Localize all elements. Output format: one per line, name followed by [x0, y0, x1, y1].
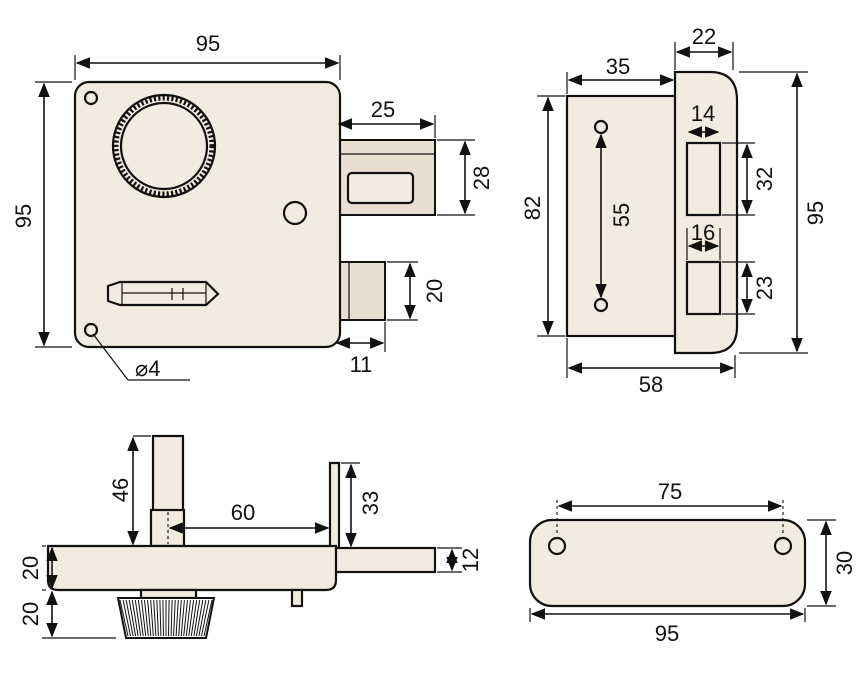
- mounting-plate: [328, 461, 341, 550]
- dim-cylinder-length: 46: [108, 478, 133, 502]
- dim-case-depth: 35: [606, 54, 630, 79]
- latch-bolt: [334, 261, 386, 321]
- dim-body-thickness: 20: [18, 556, 43, 580]
- dim-case-height: 82: [520, 196, 545, 220]
- dim-bolt-thickness: 12: [458, 548, 483, 572]
- dim-bolt-height: 28: [469, 166, 494, 190]
- dim-cylinder-offset: 60: [231, 500, 255, 525]
- strike-hole-left: [547, 536, 567, 556]
- dim-strike-height: 30: [832, 551, 857, 575]
- latch-slot: [685, 260, 722, 316]
- bolt-slot: [685, 141, 722, 217]
- release-button: [282, 200, 308, 226]
- mounting-hole-bottom: [83, 322, 99, 338]
- dim-hole-spacing: 55: [609, 203, 634, 227]
- dim-strike-hole-spacing: 75: [658, 479, 682, 504]
- dim-faceplate-height: 95: [803, 201, 828, 225]
- strike-plate: 75 30 95: [528, 479, 857, 646]
- bolt-bar: [333, 546, 437, 574]
- dim-overall-depth: 58: [639, 372, 663, 397]
- dim-latch-slot-width: 16: [691, 220, 715, 245]
- dim-faceplate-depth: 22: [692, 24, 716, 49]
- dim-latch-slot-height: 23: [752, 276, 777, 300]
- dim-latch-height: 20: [422, 279, 447, 303]
- strike-hole-right: [773, 536, 793, 556]
- lock-body-bottom: [46, 544, 338, 592]
- dim-bolt-slot-height: 32: [752, 167, 777, 191]
- dim-latch-projection: 11: [350, 352, 373, 377]
- bottom-view: 46 60 33 12 20 20: [18, 434, 483, 639]
- dim-bolt-slot-width: 14: [691, 101, 715, 126]
- dim-plate-height: 33: [358, 491, 383, 515]
- dim-front-height: 95: [11, 204, 36, 228]
- cylinder: [151, 434, 185, 514]
- side-view: 22 35 82 55 14 32 16 23 95 58: [520, 24, 828, 397]
- dim-bolt-projection: 25: [371, 97, 395, 122]
- front-view: 95 95 25 28 20 11 ⌀4: [11, 31, 494, 381]
- case-side: [565, 94, 679, 338]
- mounting-hole-top: [83, 90, 99, 106]
- dim-hole-diameter: ⌀4: [135, 356, 160, 381]
- deadbolt-slot: [346, 171, 415, 205]
- dim-strike-width: 95: [655, 621, 679, 646]
- strike-plate-body: [528, 518, 807, 608]
- dim-knob-height: 20: [18, 602, 43, 626]
- dim-front-width: 95: [196, 31, 220, 56]
